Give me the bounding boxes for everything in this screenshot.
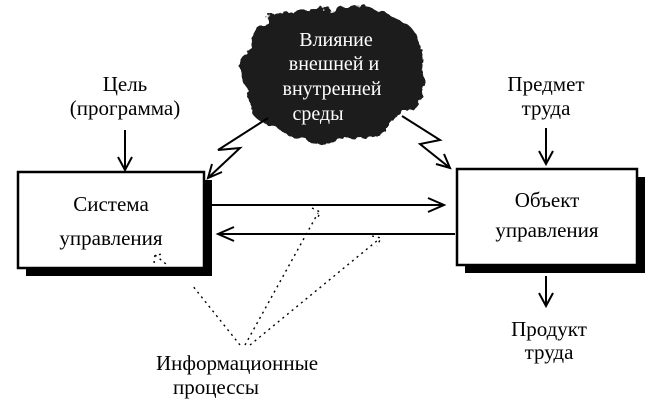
info-processes-label-line1: Информационные bbox=[156, 351, 318, 375]
goal-label-line2: (программа) bbox=[70, 96, 180, 120]
control-object-label-line1: Объект bbox=[515, 188, 580, 212]
info-process-dotted-lines bbox=[153, 207, 383, 346]
goal-label-line1: Цель bbox=[103, 72, 148, 96]
control-action-arrow bbox=[206, 197, 447, 213]
environment-label-line3: внутренней bbox=[283, 78, 382, 100]
control-object-box: Объект управления bbox=[455, 167, 645, 273]
control-system-label-line2: управления bbox=[59, 226, 162, 250]
goal-arrow bbox=[117, 130, 133, 173]
feedback-arrow bbox=[215, 226, 455, 242]
product-of-labor-label-line1: Продукт bbox=[511, 317, 587, 341]
influence-arrow-left bbox=[206, 117, 269, 180]
product-of-labor-arrow bbox=[538, 276, 554, 309]
info-processes-label-line2: процессы bbox=[173, 375, 259, 399]
environment-label-line4: среды bbox=[292, 103, 343, 125]
environment-label-line1: Влияние bbox=[299, 29, 373, 51]
subject-of-labor-arrow bbox=[538, 128, 554, 167]
environment-cloud: Влияние внешней и внутренней среды bbox=[240, 6, 424, 142]
subject-of-labor-label-line1: Предмет bbox=[507, 72, 584, 96]
control-system-box: Система управления bbox=[16, 170, 212, 276]
subject-of-labor-label-line2: труда bbox=[522, 96, 572, 120]
control-object-label-line2: управления bbox=[495, 218, 598, 242]
environment-label-line2: внешней и bbox=[289, 53, 380, 75]
influence-arrow-right bbox=[401, 115, 452, 170]
control-system-label-line1: Система bbox=[73, 192, 149, 216]
product-of-labor-label-line2: труда bbox=[525, 340, 575, 364]
